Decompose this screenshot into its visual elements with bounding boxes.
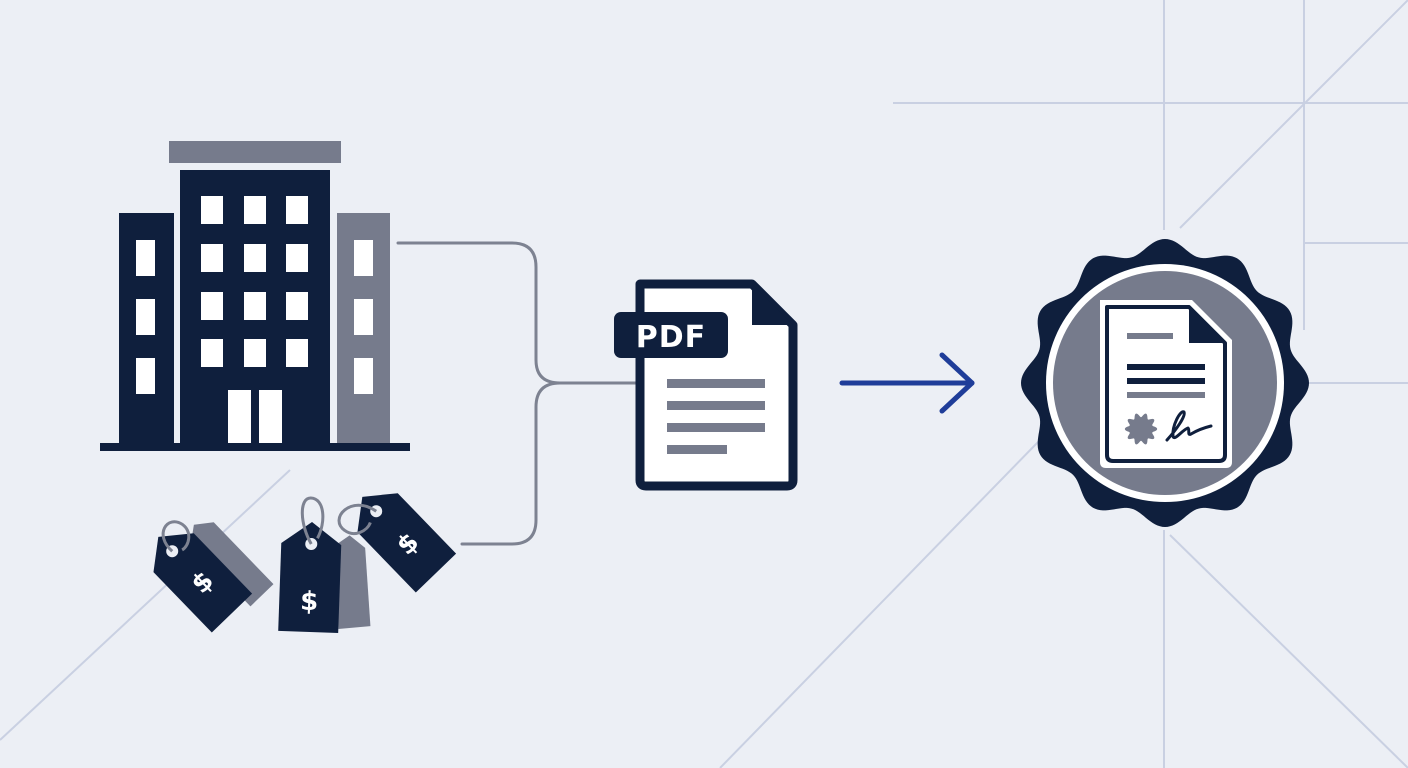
- certified-document-seal-icon: [1021, 239, 1309, 527]
- certificate-fold: [1189, 307, 1225, 343]
- certificate-lines-gray: [1127, 333, 1205, 398]
- price-tag: $: [278, 496, 371, 634]
- arrow-right-icon: [839, 352, 975, 414]
- pdf-badge: [614, 312, 728, 358]
- document-page-fold: [752, 284, 793, 325]
- building-door: [228, 390, 282, 443]
- price-tag: $: [337, 493, 457, 593]
- tags-connector: [460, 381, 562, 546]
- stamp-icon: [1124, 413, 1158, 445]
- price-tag-symbol: $: [300, 587, 319, 618]
- building-connector: [396, 241, 638, 385]
- office-building-icon: [100, 141, 410, 451]
- building-ground: [100, 443, 410, 451]
- document-text-lines: [667, 379, 765, 454]
- price-tag: $: [153, 520, 274, 633]
- building-roof: [169, 141, 341, 163]
- pdf-document-icon: PDF: [614, 279, 798, 491]
- pdf-badge-label: PDF: [636, 320, 706, 355]
- price-tags-icon: $ $ $: [153, 493, 457, 634]
- connector-lines: [396, 241, 638, 546]
- signature-icon: [1165, 410, 1213, 442]
- building-windows: [136, 196, 373, 394]
- certificate-lines: [1127, 364, 1205, 384]
